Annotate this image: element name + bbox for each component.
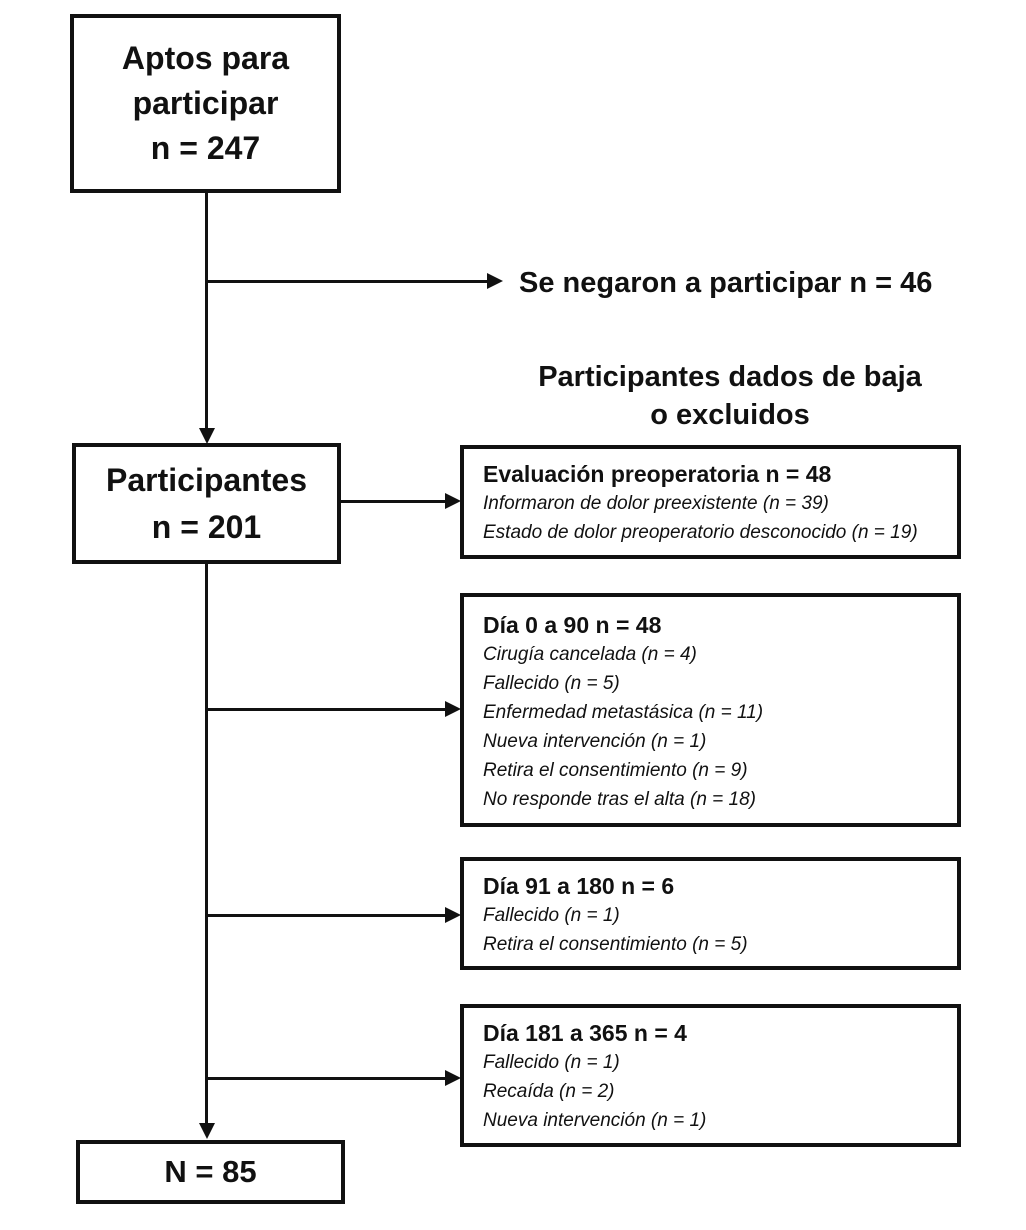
connector-day181-line (205, 1077, 446, 1080)
box-day91-180-item: Fallecido (n = 1) (483, 905, 620, 926)
box-day91-180-item: Retira el consentimiento (n = 5) (483, 934, 748, 955)
connector-refused-line (205, 280, 487, 283)
connector-day181-arrowhead (445, 1070, 461, 1086)
box-day0-90-item: Cirugía cancelada (n = 4) (483, 644, 697, 665)
box-day0-90-item: No responde tras el alta (n = 18) (483, 789, 757, 810)
connector-eligible-participants-line (205, 193, 208, 431)
withdrawn-header-line2: o excluidos (650, 399, 810, 431)
withdrawn-header-line1: Participantes dados de baja (538, 361, 922, 393)
box-day0-90-title: Día 0 a 90 n = 48 (483, 612, 662, 638)
connector-preop-line (341, 500, 447, 503)
connector-day0-arrowhead (445, 701, 461, 717)
box-participants-count: n = 201 (151, 508, 262, 545)
connector-day91-line (205, 914, 446, 917)
box-day181-365-item: Nueva intervención (n = 1) (483, 1110, 707, 1131)
connector-day91-arrowhead (445, 907, 461, 923)
box-preop-item: Informaron de dolor preexistente (n = 39… (483, 493, 829, 514)
box-day91-180-title: Día 91 a 180 n = 6 (483, 873, 675, 899)
box-day181-365-item: Recaída (n = 2) (483, 1081, 615, 1102)
box-day0-90-item: Retira el consentimiento (n = 9) (483, 760, 748, 781)
box-eligible: Aptos para participar n = 247 (70, 14, 341, 193)
box-eligible-title: Aptos para participar (121, 40, 290, 121)
box-preop-exclusions: Evaluación preoperatoria n = 48 Informar… (460, 445, 961, 559)
box-day0-90-item: Enfermedad metastásica (n = 11) (483, 702, 764, 723)
box-participants-title: Participantes (106, 461, 307, 498)
connector-participants-final-arrowhead (199, 1123, 215, 1139)
box-day0-90-item: Fallecido (n = 5) (483, 673, 620, 694)
box-eligible-count: n = 247 (150, 130, 261, 166)
box-preop-item: Estado de dolor preoperatorio desconocid… (483, 522, 918, 543)
connector-eligible-participants-arrowhead (199, 428, 215, 444)
box-final: N = 85 (76, 1140, 345, 1204)
box-day0-90-exclusions: Día 0 a 90 n = 48 Cirugía cancelada (n =… (460, 593, 961, 827)
box-day181-365-item: Fallecido (n = 1) (483, 1052, 620, 1073)
withdrawn-header: Participantes dados de baja o excluidos (480, 358, 980, 434)
box-day181-365-exclusions: Día 181 a 365 n = 4 Fallecido (n = 1) Re… (460, 1004, 961, 1147)
box-day0-90-item: Nueva intervención (n = 1) (483, 731, 707, 752)
connector-day0-line (205, 708, 446, 711)
box-participants: Participantes n = 201 (72, 443, 341, 564)
refused-label: Se negaron a participar n = 46 (519, 267, 933, 299)
box-day181-365-title: Día 181 a 365 n = 4 (483, 1020, 687, 1046)
box-day91-180-exclusions: Día 91 a 180 n = 6 Fallecido (n = 1) Ret… (460, 857, 961, 970)
connector-refused-arrowhead (487, 273, 503, 289)
connector-preop-arrowhead (445, 493, 461, 509)
box-final-title: N = 85 (164, 1154, 257, 1189)
box-preop-title: Evaluación preoperatoria n = 48 (483, 461, 832, 487)
connector-participants-final-line (205, 563, 208, 1125)
